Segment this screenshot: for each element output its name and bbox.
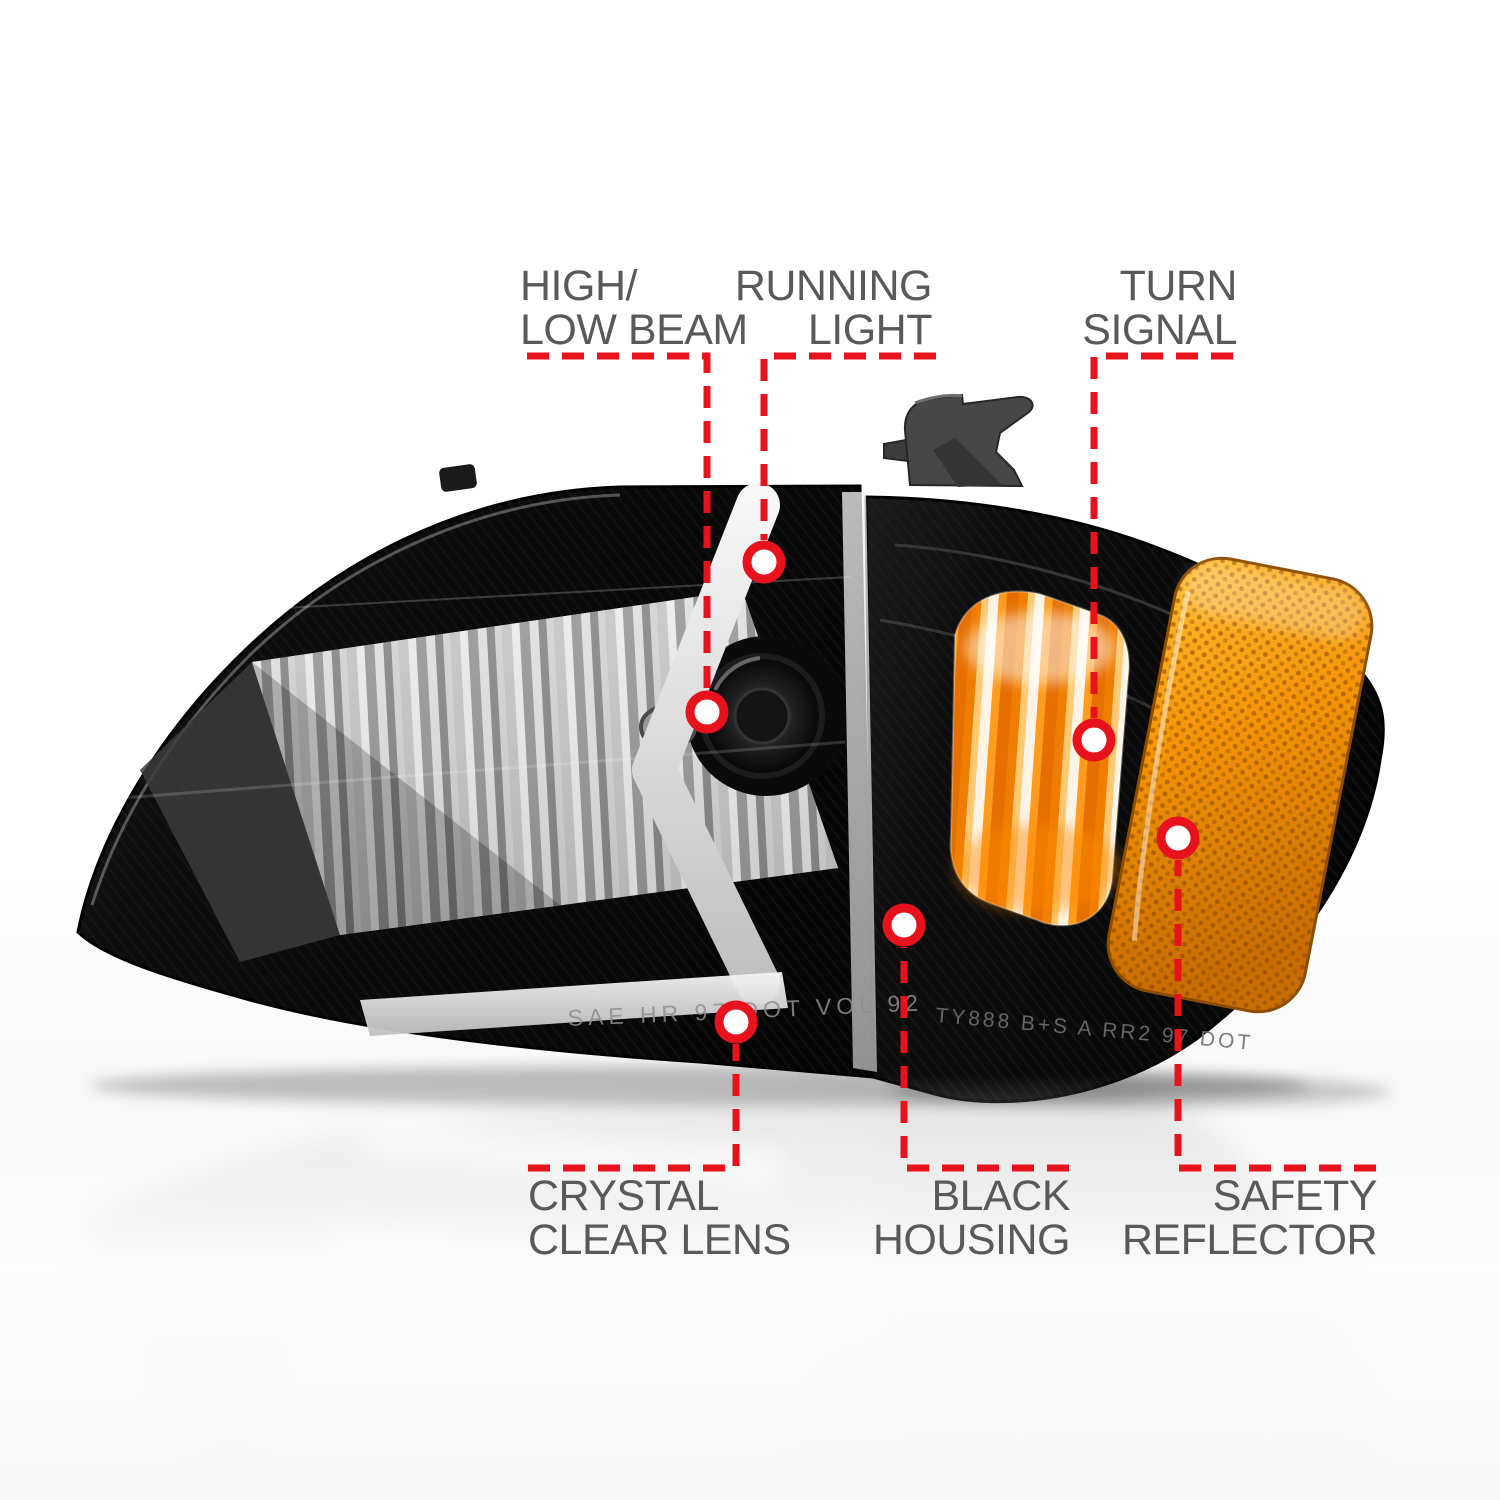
drl-light-bar — [360, 483, 788, 1036]
callout-running-light: RUNNING LIGHT — [660, 262, 933, 354]
callout-leaders — [527, 352, 1376, 1172]
callout-black-housing: BLACK HOUSING — [820, 1172, 1071, 1264]
leader-dot-safety-reflector-icon — [1156, 816, 1200, 860]
mounting-bracket — [883, 393, 1034, 488]
corner-lamp: TY888 B+S A RR2 97 DOT — [864, 495, 1385, 1104]
callout-safety-reflector: SAFETY REFLECTOR — [1120, 1172, 1378, 1264]
headlamp: SAE HR 97 DOT VOL 92 — [76, 464, 924, 1079]
leader-running-light — [760, 352, 936, 540]
leader-safety-reflector — [1174, 860, 1376, 1172]
callout-safety-reflector-line1: SAFETY — [1212, 1172, 1378, 1220]
leader-dot-running-light-icon — [742, 540, 786, 584]
callout-safety-reflector-line2: REFLECTOR — [1121, 1216, 1378, 1264]
leader-dot-crystal-clear-lens-icon — [714, 1000, 758, 1044]
leader-dot-turn-signal-icon — [1072, 718, 1116, 762]
reflection-fade — [0, 1075, 1500, 1500]
leader-black-housing — [900, 947, 1069, 1172]
leader-crystal-clear-lens — [528, 1044, 740, 1172]
leader-dot-black-housing-icon — [882, 903, 926, 947]
leader-dot-high-low-beam-icon — [685, 690, 729, 734]
callout-high-low-beam-line2: LOW BEAM — [520, 306, 748, 354]
safety-reflector-lens — [1106, 556, 1374, 1014]
callout-turn-signal: TURN SIGNAL — [1000, 264, 1237, 352]
callout-running-light-line1: RUNNING — [734, 262, 933, 310]
callout-black-housing-line1: BLACK — [931, 1172, 1070, 1220]
callout-turn-signal-line1: TURN — [1119, 262, 1238, 310]
callout-turn-signal-line2: SIGNAL — [1082, 306, 1237, 354]
callout-crystal-clear-lens-line2: CLEAR LENS — [528, 1216, 791, 1264]
callout-running-light-line2: LIGHT — [807, 306, 933, 354]
leader-high-low-beam — [527, 352, 711, 690]
lens-edge — [842, 492, 877, 1072]
callout-high-low-beam-line1: HIGH/ — [520, 262, 637, 310]
callout-black-housing-line2: HOUSING — [872, 1216, 1071, 1264]
callout-high-low-beam: HIGH/ LOW BEAM — [520, 264, 748, 352]
callout-crystal-clear-lens: CRYSTAL CLEAR LENS — [528, 1174, 791, 1262]
callout-crystal-clear-lens-line1: CRYSTAL — [528, 1172, 719, 1220]
leader-turn-signal — [1090, 352, 1233, 718]
turn-signal-lens — [949, 590, 1130, 927]
